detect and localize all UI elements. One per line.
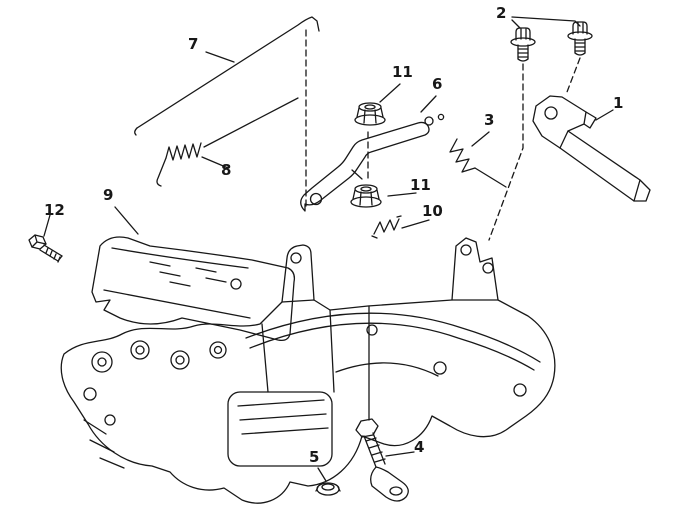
construction-lines	[305, 29, 581, 241]
part-4-bolt	[355, 418, 409, 502]
callout-part-3: 3	[484, 111, 495, 129]
engine-assembly	[60, 237, 556, 504]
part-7-rod	[134, 16, 320, 136]
part-3-spring	[449, 138, 507, 188]
callout-part-6: 6	[432, 75, 443, 93]
part-8-spring	[156, 97, 299, 187]
part-11-nut-upper	[354, 102, 386, 126]
callout-part-11-lower: 11	[410, 176, 431, 194]
callout-part-1: 1	[613, 94, 624, 112]
callout-part-8: 8	[221, 161, 232, 179]
part-10-spring	[371, 215, 402, 239]
part-2-bolts	[510, 21, 593, 62]
leader-lines	[43, 16, 614, 482]
callout-part-9: 9	[103, 186, 114, 204]
callout-part-10: 10	[422, 202, 443, 220]
part-5-nut	[315, 482, 341, 496]
part-11-nut-lower	[350, 184, 382, 208]
part-12-bolt	[28, 234, 63, 263]
part-9-cover	[91, 236, 296, 342]
callout-part-2: 2	[496, 4, 507, 22]
callout-part-12: 12	[44, 201, 65, 219]
callout-part-5: 5	[309, 448, 320, 466]
part-1-bracket	[532, 95, 651, 202]
callout-part-4: 4	[414, 438, 425, 456]
callout-part-11-upper: 11	[392, 63, 413, 81]
part-6-lever	[300, 113, 445, 212]
callout-part-7: 7	[188, 35, 199, 53]
